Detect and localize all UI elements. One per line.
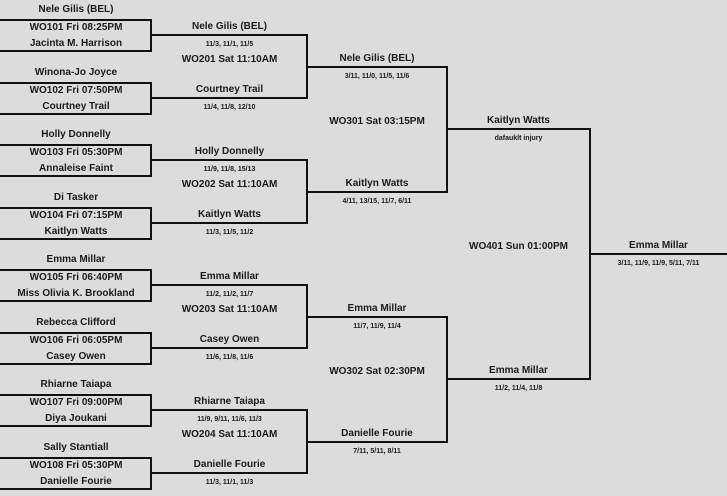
match-score: 11/6, 11/8, 11/6 [205, 354, 254, 361]
winner-name: Casey Owen [199, 334, 260, 345]
match-info: WO203 Sat 11:10AM [181, 303, 278, 315]
match-score: 11/2, 11/4, 11/8 [494, 385, 543, 392]
bracket-line [152, 472, 308, 474]
bracket-line [307, 65, 448, 68]
player-name: Di Tasker [53, 192, 99, 203]
match-box[interactable] [0, 82, 152, 115]
player-name: Rhiarne Taiapa [40, 379, 112, 390]
match-score: 11/3, 11/5, 11/2 [205, 229, 254, 236]
winner-name: Nele Gilis (BEL) [191, 21, 267, 32]
winner-name: Kaitlyn Watts [198, 209, 261, 220]
match-box[interactable] [0, 269, 152, 302]
match-info: WO104 Fri 07:15PM [29, 210, 123, 221]
bracket-line [152, 347, 308, 349]
match-info: WO202 Sat 11:10AM [181, 178, 278, 190]
match-info: WO204 Sat 11:10AM [181, 428, 278, 440]
bracket-line [447, 378, 591, 380]
match-score: 7/11, 5/11, 8/11 [353, 447, 401, 455]
bracket-line [447, 128, 591, 130]
player-name: Nele Gilis (BEL) [38, 4, 114, 15]
player-name: Sally Stantiall [43, 442, 109, 453]
match-box[interactable] [0, 457, 152, 490]
match-info: WO302 Sat 02:30PM [329, 366, 425, 377]
winner-name: Emma Millar [629, 240, 688, 251]
winner-name: Emma Millar [347, 302, 407, 314]
player-name: Diya Joukani [45, 413, 107, 424]
match-box[interactable] [0, 144, 152, 177]
winner-name: Kaitlyn Watts [345, 177, 409, 189]
player-name: Danielle Fourie [40, 476, 112, 487]
match-score: 4/11, 13/15, 11/7, 6/11 [342, 197, 412, 205]
match-score: dafauklt injury [494, 135, 543, 142]
bracket-line [307, 440, 448, 443]
player-name: Courtney Trail [42, 101, 110, 112]
match-info: WO108 Fri 05:30PM [29, 460, 123, 471]
player-name: Miss Olivia K. Brookland [17, 288, 135, 299]
player-name: Winona-Jo Joyce [34, 67, 118, 78]
match-info: WO301 Sat 03:15PM [329, 116, 425, 127]
player-name: Casey Owen [46, 351, 106, 362]
match-score: 11/9, 11/8, 15/13 [203, 166, 256, 173]
winner-name: Kaitlyn Watts [487, 115, 550, 126]
match-info: WO102 Fri 07:50PM [29, 85, 123, 96]
player-name: Annaleise Faint [39, 163, 113, 174]
winner-name: Emma Millar [200, 271, 259, 282]
winner-name: Danielle Fourie [193, 459, 266, 470]
match-box[interactable] [0, 19, 152, 52]
player-name: Holly Donnelly [41, 129, 111, 140]
bracket-line [152, 409, 308, 411]
winner-name: Danielle Fourie [341, 427, 413, 439]
match-info: WO201 Sat 11:10AM [181, 53, 278, 65]
match-box[interactable] [0, 394, 152, 427]
winner-name: Emma Millar [489, 365, 548, 376]
bracket-line [307, 315, 448, 318]
bracket-line [307, 190, 448, 193]
winner-name: Nele Gilis (BEL) [339, 52, 415, 64]
match-score: 3/11, 11/9, 11/9, 5/11, 7/11 [617, 260, 700, 267]
match-info: WO101 Fri 08:25PM [29, 22, 123, 33]
bracket-line [152, 159, 308, 161]
match-score: 11/7, 11/9, 11/4 [353, 322, 401, 330]
match-box[interactable] [0, 207, 152, 240]
match-score: 11/3, 11/1, 11/5 [205, 41, 254, 48]
player-name: Rebecca Clifford [36, 317, 116, 328]
winner-name: Rhiarne Taiapa [194, 396, 265, 407]
match-info: WO105 Fri 06:40PM [29, 272, 123, 283]
player-name: Jacinta M. Harrison [29, 38, 123, 49]
bracket-line [152, 284, 308, 286]
match-score: 11/3, 11/1, 11/3 [205, 479, 254, 486]
winner-name: Holly Donnelly [194, 146, 265, 157]
match-score: 11/4, 11/8, 12/10 [203, 104, 256, 111]
match-info: WO401 Sun 01:00PM [469, 241, 568, 252]
match-score: 11/9, 9/11, 11/6, 11/3 [197, 416, 262, 423]
match-score: 3/11, 11/0, 11/5, 11/6 [344, 72, 410, 80]
bracket-line [152, 97, 308, 99]
bracket-line [590, 253, 727, 255]
bracket-line [152, 222, 308, 224]
winner-name: Courtney Trail [195, 84, 264, 95]
match-box[interactable] [0, 332, 152, 365]
match-info: WO103 Fri 05:30PM [29, 147, 123, 158]
player-name: Kaitlyn Watts [44, 226, 108, 237]
match-score: 11/2, 11/2, 11/7 [205, 291, 254, 298]
match-info: WO107 Fri 09:00PM [29, 397, 123, 408]
bracket-line [152, 34, 308, 36]
match-info: WO106 Fri 06:05PM [29, 335, 123, 346]
player-name: Emma Millar [46, 254, 106, 265]
